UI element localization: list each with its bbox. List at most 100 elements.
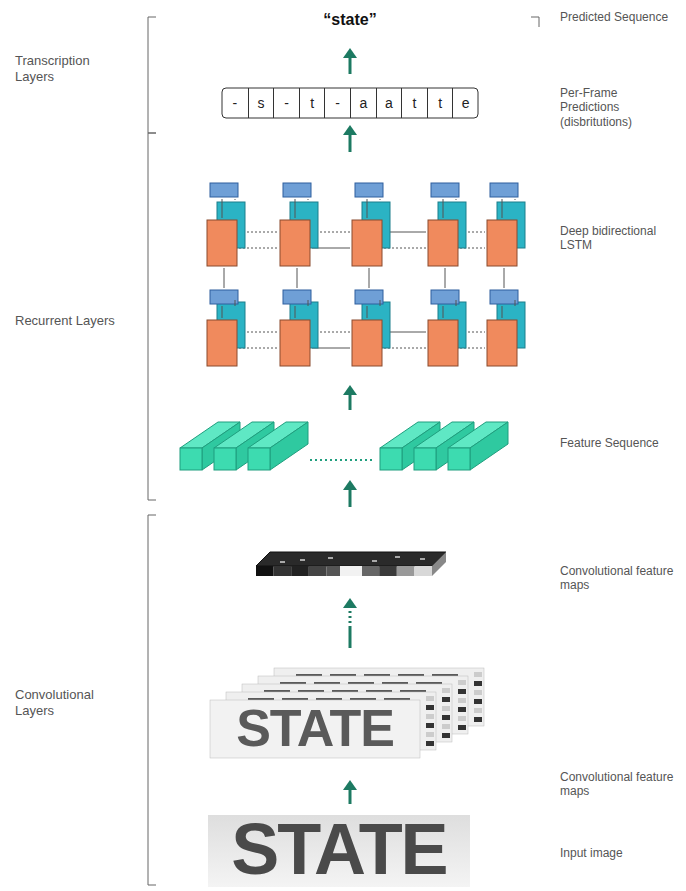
map-dash	[280, 561, 285, 562]
map-top	[256, 552, 446, 566]
flow-arrow	[343, 385, 357, 410]
frame-prediction-cell: s	[248, 88, 274, 118]
label-text: Predicted Sequence	[560, 10, 668, 24]
arrow-head	[343, 125, 357, 135]
stacked-pixel	[442, 697, 450, 702]
lstm-up-link	[367, 199, 368, 218]
lstm-up-link	[515, 199, 516, 200]
flow-arrow	[343, 48, 357, 74]
feature-front	[180, 448, 202, 470]
stacked-pixel	[426, 714, 434, 719]
frame-symbol: t	[310, 95, 314, 111]
lstm-layer-link	[504, 268, 505, 288]
stacked-pixel	[426, 705, 434, 710]
feature-column	[248, 422, 308, 470]
frame-prediction-cell: t	[299, 88, 325, 118]
lstm-up-link	[515, 300, 516, 306]
feature-front	[414, 448, 436, 470]
lstm-output	[283, 290, 311, 304]
arrow-shaft	[349, 133, 352, 152]
stage-label: Per-Frame Predictions (disbritutions)	[560, 86, 675, 129]
lstm-output	[355, 290, 383, 304]
lstm-forward-cell	[280, 220, 310, 266]
label-text: STATE	[231, 809, 446, 889]
lstm-layer-link	[369, 268, 370, 288]
feature-front	[214, 448, 236, 470]
front-map	[210, 700, 420, 758]
label-text: Convolutional feature maps	[560, 770, 673, 798]
flow-arrow	[343, 598, 357, 648]
map-band	[379, 566, 397, 576]
stacked-pixel	[474, 699, 482, 704]
feature-ellipsis	[310, 459, 372, 461]
arrow-head	[343, 480, 357, 490]
lstm-output	[210, 290, 238, 304]
lstm-up-link	[502, 306, 503, 318]
prediction-frame	[222, 88, 478, 118]
lstm-up-link	[380, 300, 381, 306]
label-text: Per-Frame Predictions (disbritutions)	[560, 86, 632, 129]
stage-label: Input image	[560, 846, 675, 860]
lstm-up-link	[380, 199, 381, 200]
feature-map-text: STATE	[210, 700, 420, 757]
feature-front	[248, 448, 270, 470]
label-text: Input image	[560, 846, 623, 860]
lstm-up-link	[222, 199, 223, 218]
map-side	[432, 552, 446, 576]
lstm-output	[283, 183, 311, 197]
label-text: “state”	[323, 11, 376, 28]
lstm-layer-link	[224, 268, 225, 288]
arrow-head	[343, 598, 357, 608]
lstm-up-link	[443, 306, 444, 318]
map-dash	[395, 556, 400, 557]
stacked-pixel	[442, 733, 450, 738]
layer-brackets	[148, 17, 539, 885]
label-text: Convolutional Layers	[15, 687, 94, 718]
stacked-pixel	[474, 717, 482, 722]
bracket	[148, 17, 156, 133]
map-dash	[420, 558, 425, 559]
map-band	[274, 566, 292, 576]
frame-prediction-cell: -	[273, 88, 299, 118]
layer-group-label: Convolutional Layers	[15, 687, 125, 718]
conv-feature-map-small	[256, 552, 446, 576]
map-dash	[372, 560, 377, 561]
stacked-pixel	[474, 690, 482, 695]
stage-label: Convolutional feature maps	[560, 770, 675, 799]
lstm-forward-cell	[487, 220, 517, 266]
bracket	[531, 17, 539, 27]
arrow-head	[343, 385, 357, 395]
stacked-pixel	[458, 707, 466, 712]
lstm-up-link	[502, 199, 503, 218]
lstm-output	[210, 183, 238, 197]
lstm-up-link	[222, 306, 223, 318]
label-text: Feature Sequence	[560, 436, 659, 450]
stage-label: Predicted Sequence	[560, 10, 675, 24]
lstm-forward-cell	[280, 320, 310, 366]
frame-symbol: t	[413, 95, 417, 111]
map-band	[362, 566, 380, 576]
frame-prediction-cell: -	[222, 88, 248, 118]
frame-symbol: -	[284, 95, 289, 111]
lstm-up-link	[295, 306, 296, 318]
feature-sequence	[180, 422, 508, 470]
lstm-forward-cell	[207, 320, 237, 366]
conv-feature-maps-stack	[210, 668, 484, 758]
predicted-text: “state”	[250, 10, 450, 29]
stacked-pixel	[474, 672, 482, 677]
lstm-output	[490, 290, 518, 304]
lstm-up-link	[443, 199, 444, 218]
lstm-up-link	[367, 306, 368, 318]
arrow-head	[343, 780, 357, 790]
frame-symbol: a	[359, 95, 367, 111]
feature-side	[470, 422, 508, 470]
lstm-layer-link	[297, 268, 298, 288]
label-text: Convolutional feature maps	[560, 564, 673, 592]
lstm-up-link	[456, 199, 457, 200]
frame-symbol: e	[462, 95, 470, 111]
stacked-pixel	[426, 741, 434, 746]
map-band	[414, 566, 432, 576]
lstm-up-link	[295, 199, 296, 218]
image-text: STATE	[208, 812, 470, 888]
frame-prediction-cell: t	[427, 88, 453, 118]
